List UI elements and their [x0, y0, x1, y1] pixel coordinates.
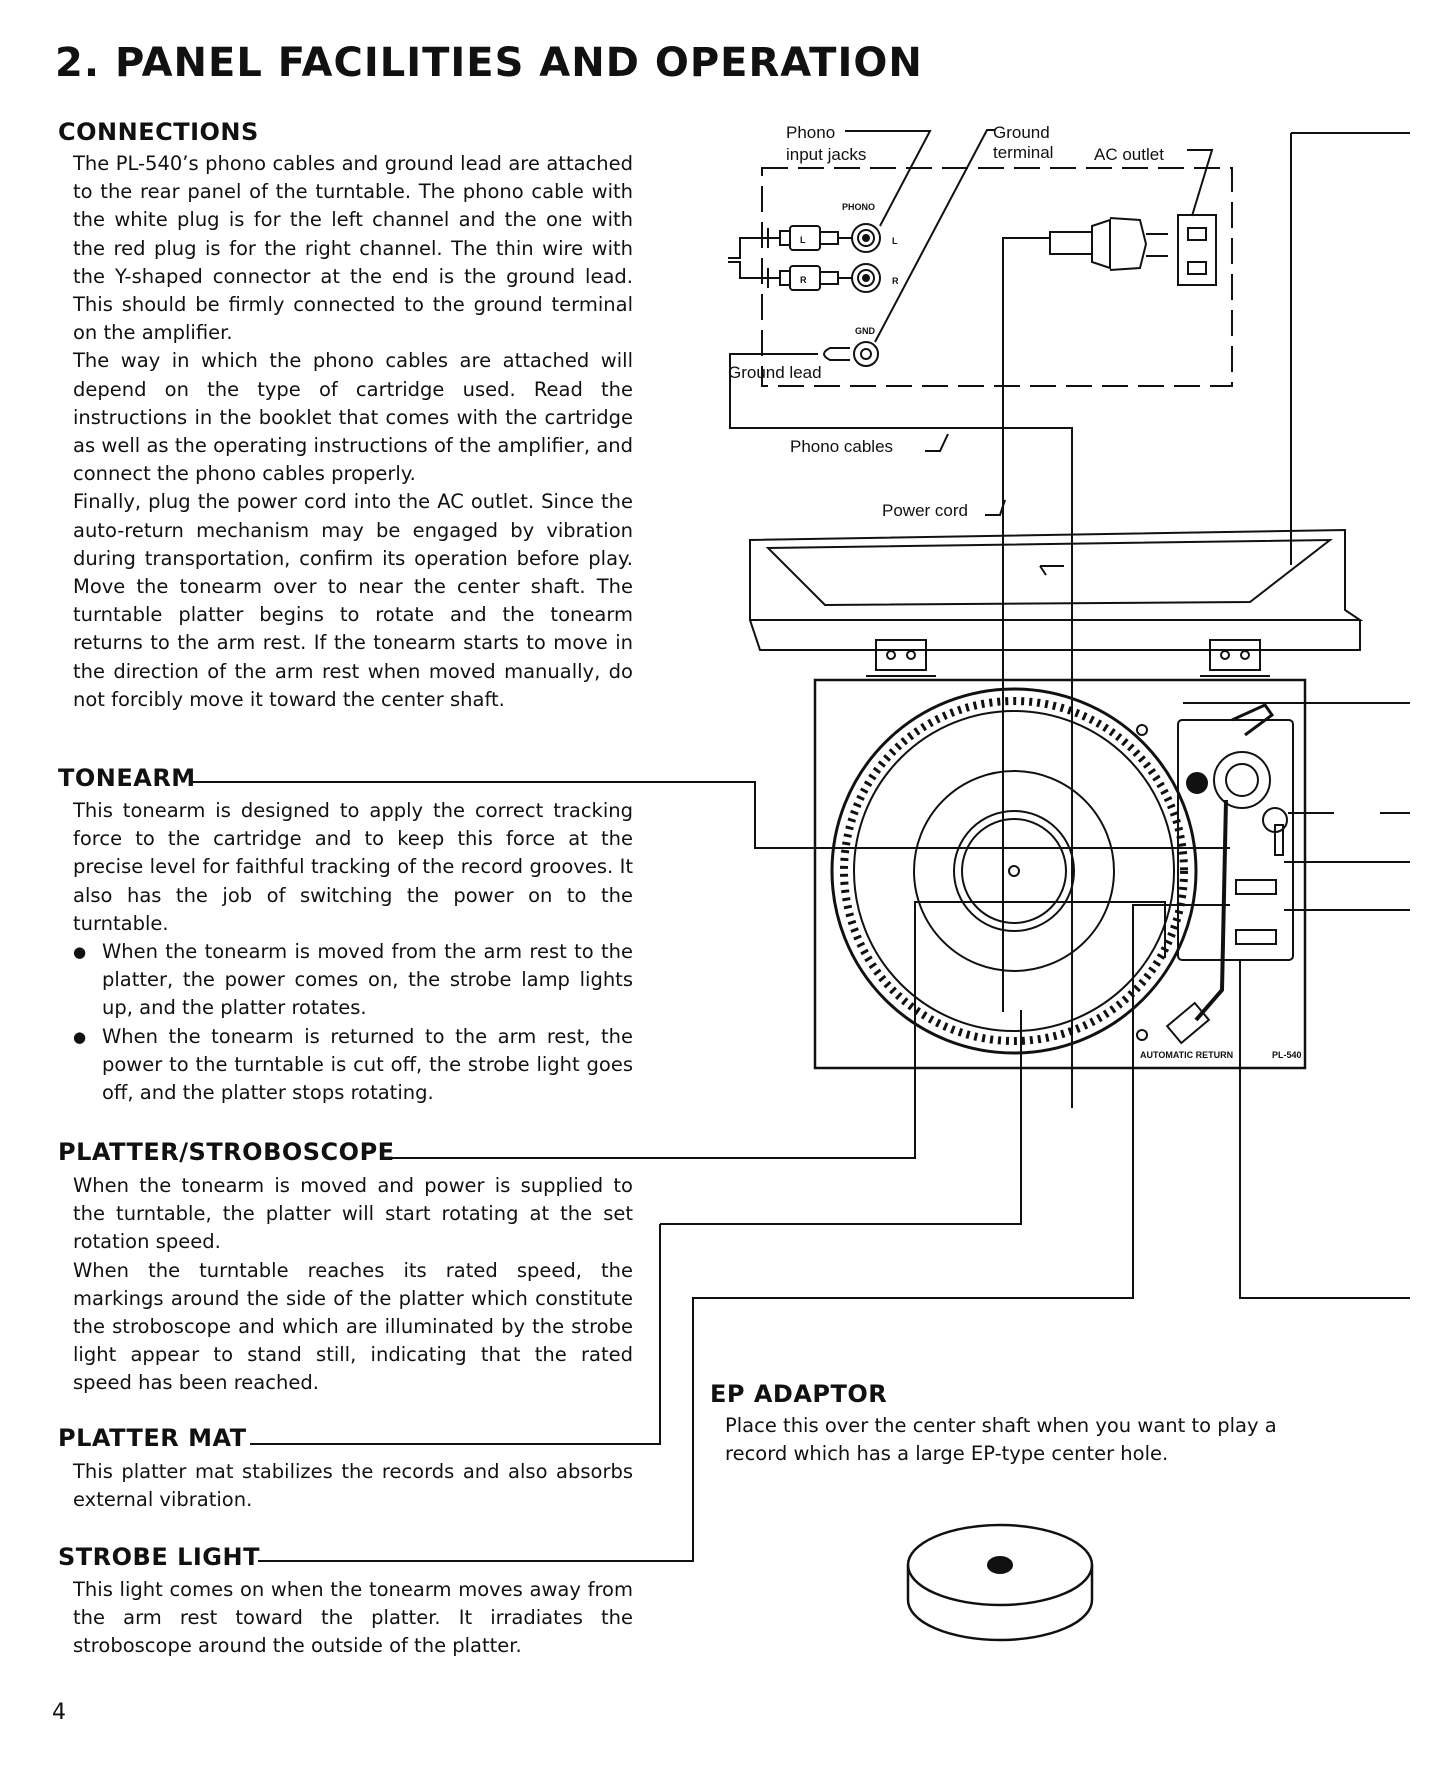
phono-cable-r [728, 261, 752, 279]
platter-paragraph-2: When the turntable reaches its rated spe… [73, 1258, 633, 1395]
connections-body: The PL-540’s phono cables and ground lea… [73, 150, 633, 714]
platter-mat-ring [913, 770, 1115, 972]
plug-label-r: R [800, 275, 807, 285]
panel-label-phono: PHONO [842, 202, 875, 212]
label-terminal: terminal [993, 143, 1053, 162]
headshell [1165, 1001, 1211, 1045]
platter-paragraph-1: When the tonearm is moved and power is s… [73, 1174, 633, 1254]
strobe-light-callout [258, 904, 1230, 1562]
phono-cables-label-leader [925, 433, 949, 452]
model-number-label: PL-540 [1272, 1050, 1302, 1060]
plug-label-l: L [800, 235, 806, 245]
hinge-right [1200, 639, 1270, 677]
platter-mat-vertical [250, 1224, 661, 1445]
ground-terminal-leader [874, 129, 995, 343]
phono-cable-l [728, 237, 752, 259]
tonearm-callout [190, 781, 1230, 849]
platter-mat-callout [660, 1010, 1022, 1225]
strobe-lamp-window [1235, 879, 1277, 895]
phono-jacks-leader [845, 130, 932, 227]
label-ground-lead: Ground lead [728, 363, 822, 382]
label-input-jacks: input jacks [786, 145, 866, 164]
right-callout-ep [1239, 960, 1410, 1299]
panel-label-r: R [892, 276, 899, 286]
tonearm-bullet: When the tonearm is returned to the arm … [73, 1023, 633, 1108]
strobe-light-heading: STROBE LIGHT [58, 1543, 260, 1571]
page-title: 2. PANEL FACILITIES AND OPERATION [55, 40, 923, 86]
ep-adaptor-text: Place this over the center shaft when yo… [725, 1414, 1277, 1466]
rca-plug-l [752, 225, 852, 251]
label-ground: Ground [993, 123, 1050, 142]
center-shaft [1008, 865, 1020, 877]
tonearm-bullet-list: When the tonearm is moved from the arm r… [73, 938, 633, 1107]
phono-jack-l [851, 223, 881, 253]
platter-heading: PLATTER/STROBOSCOPE [58, 1138, 395, 1166]
panel-label-l: L [892, 236, 898, 246]
tonearm [1136, 703, 1294, 1045]
label-phono-cables: Phono cables [790, 437, 893, 456]
phono-cables-leader [729, 353, 1073, 1108]
model-plate-label: AUTOMATIC RETURN [1140, 1050, 1233, 1060]
ep-adaptor-heading: EP ADAPTOR [710, 1380, 888, 1408]
dust-cover [749, 528, 1364, 651]
platter-mat-text: This platter mat stabilizes the records … [73, 1460, 633, 1512]
ep-adaptor-body: Place this over the center shaft when yo… [725, 1412, 1300, 1468]
tonearm-bullet: When the tonearm is moved from the arm r… [73, 938, 633, 1023]
power-plug [1002, 217, 1168, 1012]
tonearm-intro: This tonearm is designed to apply the co… [73, 799, 633, 935]
tonearm-body: This tonearm is designed to apply the co… [73, 797, 633, 1107]
connections-paragraph-3: Finally, plug the power cord into the AC… [73, 490, 633, 711]
platter-callout [382, 901, 1166, 1159]
strobe-light-text: This light comes on when the tonearm mov… [73, 1578, 633, 1658]
ground-lead-connector [729, 347, 1073, 1108]
label-ac-outlet: AC outlet [1094, 145, 1164, 164]
rca-plug-r [752, 265, 852, 291]
connections-paragraph-2: The way in which the phono cables are at… [73, 349, 633, 486]
strobe-light-body: This light comes on when the tonearm mov… [73, 1576, 633, 1661]
hinge-left [866, 639, 936, 677]
tonearm-heading: TONEARM [58, 764, 196, 792]
connections-heading: CONNECTIONS [58, 118, 259, 146]
connections-paragraph-1: The PL-540’s phono cables and ground lea… [73, 152, 633, 345]
ac-outlet [1177, 214, 1217, 286]
page-number: 4 [52, 1700, 66, 1725]
ac-outlet-leader [1187, 149, 1214, 217]
phono-jack-r [851, 263, 881, 293]
platter-mat-body: This platter mat stabilizes the records … [73, 1458, 633, 1514]
platter [830, 687, 1198, 1055]
ground-terminal-screw [853, 341, 879, 367]
label-power-cord: Power cord [882, 501, 968, 520]
rear-panel-outline [761, 167, 1233, 387]
ep-adaptor-drawing [906, 1523, 1094, 1642]
turntable-base [813, 678, 1307, 1070]
platter-body: When the tonearm is moved and power is s… [73, 1172, 633, 1398]
panel-label-gnd: GND [855, 326, 876, 336]
label-phono: Phono [786, 123, 835, 142]
platter-mat-heading: PLATTER MAT [58, 1424, 247, 1452]
